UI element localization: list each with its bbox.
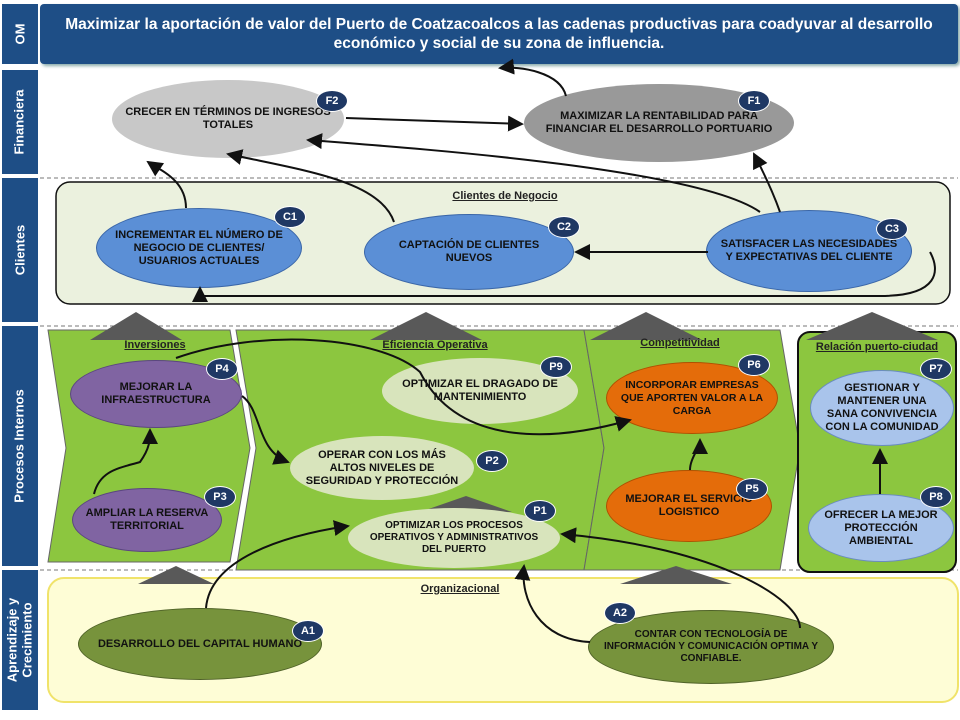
arrow-a2-to-p1-right: [560, 527, 801, 629]
arrow-a2-to-p1-left: [514, 564, 591, 643]
badge-p4: P4: [206, 358, 238, 380]
mission-statement: Maximizar la aportación de valor del Pue…: [40, 4, 958, 64]
badge-c3: C3: [876, 218, 908, 240]
label-inversiones: Inversiones: [124, 339, 186, 351]
node-p2[interactable]: OPERAR CON LOS MÁS ALTOS NIVELES DE SEGU…: [290, 436, 474, 500]
arrow-f2-to-f1: [345, 115, 524, 132]
arrow-f1-to-mission: [498, 58, 567, 97]
node-a2[interactable]: CONTAR CON TECNOLOGÍA DE INFORMACIÓN Y C…: [588, 610, 834, 684]
tri-up-2: [370, 312, 482, 340]
node-p7[interactable]: GESTIONAR Y MANTENER UNA SANA CONVIVENCI…: [810, 370, 954, 446]
band-financiera: Financiera: [2, 70, 38, 174]
band-procesos: Procesos Internos: [2, 326, 38, 566]
band-om: OM: [2, 4, 38, 64]
tri-up-6: [138, 566, 214, 584]
arrow-p5-to-p6: [689, 438, 708, 471]
tri-up-4: [806, 312, 938, 340]
badge-p5: P5: [736, 478, 768, 500]
badge-p1: P1: [524, 500, 556, 522]
arrow-c2-to-f2: [226, 149, 395, 223]
arrow-a1-to-p1: [205, 520, 350, 609]
badge-c2: C2: [548, 216, 580, 238]
node-p3[interactable]: AMPLIAR LA RESERVA TERRITORIAL: [72, 488, 222, 552]
node-p5[interactable]: MEJORAR EL SERVICIO LOGISTICO: [606, 470, 772, 542]
arrow-p9-to-p6: [175, 338, 632, 436]
label-competitividad: Competitividad: [640, 337, 720, 349]
badge-p7: P7: [920, 358, 952, 380]
node-f2[interactable]: CRECER EN TÉRMINOS DE INGRESOS TOTALES: [112, 80, 344, 158]
label-clientes-negocio: Clientes de Negocio: [452, 190, 558, 202]
badge-p3: P3: [204, 486, 236, 508]
badge-c1: C1: [274, 206, 306, 228]
arrow-p3-to-p4: [93, 428, 158, 495]
arrow-c3-to-f1: [753, 152, 781, 213]
arrow-c3-to-c1: [192, 251, 936, 302]
node-a1[interactable]: DESARROLLO DEL CAPITAL HUMANO: [78, 608, 322, 680]
arrow-c3-to-f2: [306, 133, 761, 213]
tri-up-1: [90, 312, 182, 340]
label-organizacional: Organizacional: [420, 583, 500, 595]
node-c2[interactable]: CAPTACIÓN DE CLIENTES NUEVOS: [364, 214, 574, 290]
badge-f2: F2: [316, 90, 348, 112]
arrow-c1-to-f2: [146, 160, 187, 209]
tri-up-3: [590, 312, 702, 340]
badge-f1: F1: [738, 90, 770, 112]
badge-p9: P9: [540, 356, 572, 378]
label-eficiencia: Eficiencia Operativa: [382, 339, 488, 351]
label-relacion: Relación puerto-ciudad: [815, 341, 939, 353]
badge-p8: P8: [920, 486, 952, 508]
arrow-p4-to-p2: [241, 395, 290, 465]
node-p1[interactable]: OPTIMIZAR LOS PROCESOS OPERATIVOS Y ADMI…: [348, 508, 560, 568]
node-c1[interactable]: INCREMENTAR EL NÚMERO DE NEGOCIO DE CLIE…: [96, 208, 302, 288]
band-clientes: Clientes: [2, 178, 38, 322]
tri-up-7: [620, 566, 732, 584]
badge-p6: P6: [738, 354, 770, 376]
badge-p2: P2: [476, 450, 508, 472]
badge-a1: A1: [292, 620, 324, 642]
node-f1[interactable]: MAXIMIZAR LA RENTABILIDAD PARA FINANCIAR…: [524, 84, 794, 162]
badge-a2: A2: [604, 602, 636, 624]
